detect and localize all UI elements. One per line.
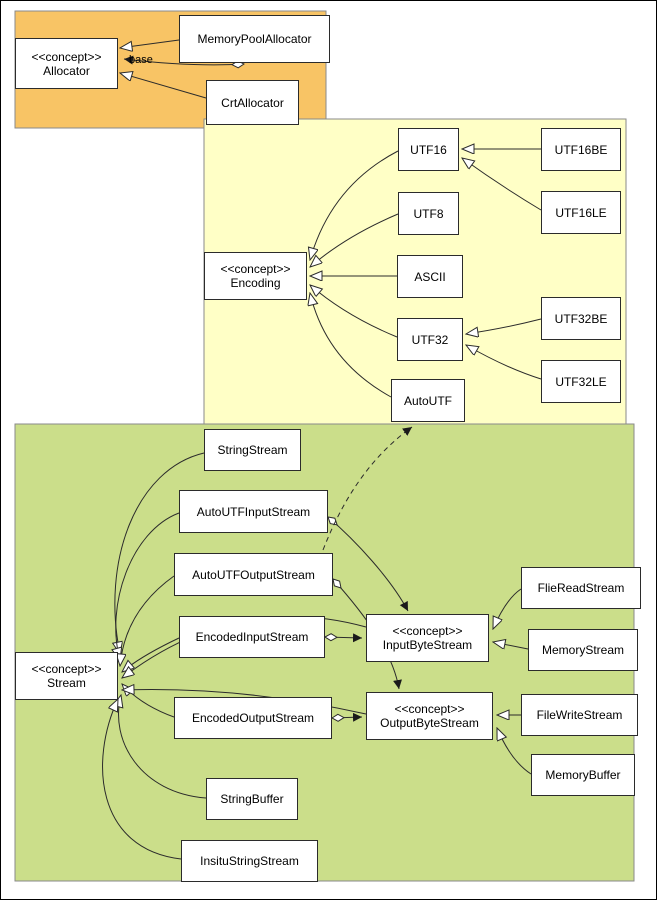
node-ascii: ASCII <box>397 255 463 298</box>
edge-autoutfstreams-autoutf-dependency <box>322 426 413 551</box>
stereotype-label: <<concept>> <box>31 49 102 64</box>
edge-autoutfinputstream-stream <box>116 512 180 660</box>
node-utf32: UTF32 <box>397 318 463 361</box>
node-autoutf-input-stream: AutoUTFInputStream <box>179 490 328 533</box>
node-utf16be: UTF16BE <box>541 128 621 171</box>
node-label: UTF16LE <box>555 205 607 220</box>
node-label: EncodedOutputStream <box>191 711 315 725</box>
node-label: Encoding <box>230 276 281 290</box>
node-utf32le: UTF32LE <box>541 360 621 403</box>
edge-memorypoolallocator-base-allocator <box>123 55 245 69</box>
node-encoding-concept: <<concept>> Encoding <box>204 252 307 300</box>
base-edge-label: base <box>129 54 153 66</box>
node-label: UTF16 <box>410 142 447 157</box>
node-utf16: UTF16 <box>398 128 459 171</box>
node-label: UTF8 <box>413 206 444 221</box>
node-file-write-stream: FileWriteStream <box>521 694 638 736</box>
node-memory-buffer: MemoryBuffer <box>531 754 635 796</box>
stereotype-label: <<concept>> <box>392 624 463 638</box>
node-autoutf-output-stream: AutoUTFOutputStream <box>174 553 333 596</box>
edge-fliereadstream-inputbytestream <box>493 588 522 629</box>
node-label: UTF32LE <box>555 374 607 389</box>
node-label: UTF16BE <box>554 142 608 157</box>
node-output-byte-stream-concept: <<concept>> OutputByteStream <box>366 692 493 740</box>
stereotype-label: <<concept>> <box>220 262 291 276</box>
node-label: FlieReadStream <box>537 581 625 595</box>
node-label: MemoryPoolAllocator <box>197 32 312 46</box>
node-label: StringBuffer <box>220 792 284 806</box>
node-utf8: UTF8 <box>398 192 459 235</box>
edge-insitustringstream-stream <box>102 699 182 860</box>
node-memory-stream: MemoryStream <box>528 629 638 671</box>
edge-stringstream-stream <box>115 452 205 654</box>
node-label: CrtAllocator <box>221 95 284 110</box>
node-label: FileWriteStream <box>536 708 623 722</box>
node-input-byte-stream-concept: <<concept>> InputByteStream <box>366 614 489 662</box>
node-label: ASCII <box>414 269 446 284</box>
edge-utf16le-utf16 <box>462 158 542 211</box>
node-file-read-stream: FlieReadStream <box>521 567 641 609</box>
node-label: Allocator <box>43 63 90 78</box>
edge-utf32be-utf32 <box>466 318 542 334</box>
node-label: AutoUTFOutputStream <box>192 567 315 582</box>
node-stream-concept: <<concept>> Stream <box>15 652 118 700</box>
edge-memorybuffer-outputbytestream <box>497 728 532 775</box>
edge-utf16-encoding <box>310 150 399 260</box>
edge-utf8-encoding <box>310 213 399 267</box>
node-string-stream: StringStream <box>204 429 301 471</box>
edge-utf32-encoding <box>310 285 398 338</box>
node-label: Stream <box>47 676 86 690</box>
edge-memorypoolallocator-allocator <box>120 39 180 48</box>
node-insitu-string-stream: InsituStringStream <box>181 840 318 882</box>
node-label: InsituStringStream <box>200 854 299 868</box>
node-autoutf: AutoUTF <box>391 379 465 422</box>
node-utf32be: UTF32BE <box>541 297 621 340</box>
node-label: AutoUTF <box>403 393 452 408</box>
edge-utf32le-utf32 <box>466 345 542 380</box>
node-label: StringStream <box>217 443 288 457</box>
node-label: MemoryBuffer <box>545 768 621 782</box>
node-encoded-output-stream: EncodedOutputStream <box>174 697 332 739</box>
node-label: OutputByteStream <box>380 716 479 730</box>
edge-stringbuffer-stream <box>119 695 207 799</box>
node-allocator-concept: <<concept>> Allocator <box>15 38 118 89</box>
node-encoded-input-stream: EncodedInputStream <box>179 616 325 658</box>
stereotype-label: <<concept>> <box>31 662 102 676</box>
node-label: UTF32BE <box>554 311 608 326</box>
node-string-buffer: StringBuffer <box>206 778 298 820</box>
edge-autoutfoutputstream-stream <box>120 575 175 666</box>
node-utf16le: UTF16LE <box>541 191 621 234</box>
node-label: MemoryStream <box>541 643 624 657</box>
node-memory-pool-allocator: MemoryPoolAllocator <box>179 15 330 63</box>
edge-encodedoutputstream-outputbytestream <box>331 712 363 722</box>
edge-memorystream-inputbytestream <box>493 642 529 650</box>
node-crt-allocator: CrtAllocator <box>206 80 299 125</box>
edge-outputbytestream-stream <box>122 690 367 715</box>
node-label: AutoUTFInputStream <box>196 504 311 519</box>
edge-crtallocator-allocator <box>120 73 207 99</box>
edge-autoutf-encoding <box>310 293 392 398</box>
stereotype-label: <<concept>> <box>394 702 465 716</box>
node-label: UTF32 <box>411 332 449 347</box>
node-label: EncodedInputStream <box>195 630 309 644</box>
node-label: InputByteStream <box>382 638 473 652</box>
